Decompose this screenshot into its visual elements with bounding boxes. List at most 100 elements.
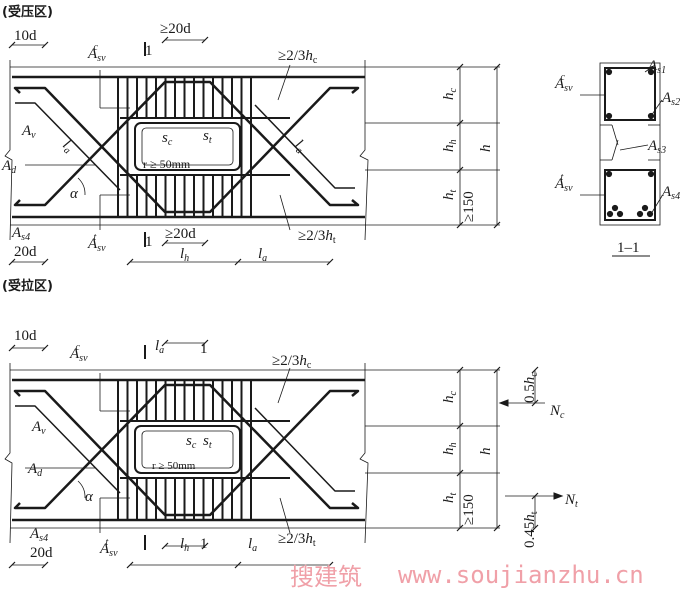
leader-line: [644, 64, 656, 73]
dim-20d: 20d: [14, 244, 37, 260]
dimension-tick: [493, 366, 501, 374]
dimension-tick: [161, 339, 169, 347]
label-la-right: la: [290, 137, 309, 157]
label-Ad: Ad: [1, 158, 17, 176]
dim-hh: hh: [441, 140, 459, 153]
rebar-dot: [611, 204, 619, 212]
dimension-tick: [126, 561, 134, 569]
arrow-Nt: [553, 492, 564, 500]
dimension-tick: [531, 524, 539, 532]
dim-lh: lh: [180, 246, 189, 264]
dim-10d-b2: 10d: [14, 328, 37, 344]
dim-ge23ht-b2: ≥2/3ht: [278, 531, 316, 549]
cross-section-1-1: [580, 62, 663, 257]
opening-edge: [141, 127, 234, 166]
dimension-tick: [41, 561, 49, 569]
break-line: [611, 139, 619, 161]
dim-045ht: 0.45ht: [522, 511, 540, 548]
opening-frame-bar: [134, 425, 241, 474]
dimension-tick: [8, 561, 16, 569]
leader-line: [619, 144, 649, 151]
dimension-tick: [234, 258, 242, 266]
section-title: 1–1: [617, 240, 640, 256]
dim-ge20d-top: ≥20d: [160, 21, 191, 37]
label-Nt: Nt: [564, 492, 578, 510]
rebar-dot: [646, 210, 654, 218]
dimension-tick: [456, 422, 464, 430]
rebar-dot: [605, 112, 613, 120]
dim-20d-b2: 20d: [30, 545, 53, 561]
watermark-url: www.soujianzhu.cn: [398, 561, 644, 589]
inclined-bar-Av-right: [254, 104, 355, 189]
leader-line: [279, 497, 291, 534]
dimension-tick: [326, 561, 334, 569]
dimension-tick: [8, 258, 16, 266]
dimension-tick: [456, 524, 464, 532]
label-sec-Asv-t: Asvt: [554, 172, 573, 194]
dimension-tick: [201, 36, 209, 44]
dimension-tick: [41, 258, 49, 266]
dim-h-b2: h: [478, 448, 494, 456]
beam-elevation-bottom: [4, 339, 564, 569]
label-Nc: Nc: [549, 403, 565, 421]
label-As4-section: As4: [661, 184, 680, 202]
diagonal-bent-bar-Ad: [13, 383, 360, 510]
break-line: [611, 124, 619, 146]
arrow-Nc: [498, 399, 509, 407]
label-r50: r ≥ 50mm: [143, 157, 191, 171]
section-mark-bottom: 1: [145, 234, 153, 250]
dim-hc-b2: hc: [441, 391, 459, 404]
dimension-tick: [456, 366, 464, 374]
opening-frame-bar: [134, 122, 241, 171]
dim-05hc: 0.5hc: [522, 372, 540, 403]
dimension-tick: [41, 344, 49, 352]
dim-hc: hc: [441, 88, 459, 101]
dim-la-bottom-b2: la: [248, 536, 257, 554]
label-sc: sc: [162, 130, 173, 148]
dim-ht-b2: ht: [441, 493, 459, 504]
rebar-dot: [647, 68, 655, 76]
label-As1: As1: [647, 58, 666, 76]
label-As2: As2: [661, 90, 680, 108]
label-Ad-b2: Ad: [27, 461, 43, 479]
leader-line: [277, 367, 291, 404]
dimension-tick: [126, 258, 134, 266]
label-la-left: la: [58, 137, 77, 157]
dimension-tick: [493, 524, 501, 532]
inclined-bar-Av-left: [15, 102, 121, 191]
section-mark-top: 1: [145, 43, 153, 59]
compression-zone-label: (受压区): [2, 4, 53, 20]
dim-h: h: [478, 145, 494, 153]
watermark-chinese: 搜建筑: [290, 563, 362, 591]
dimension-tick: [161, 239, 169, 247]
dimension-tick: [326, 258, 334, 266]
label-st-b2: st: [203, 433, 212, 451]
section-stirrup-top: [604, 67, 656, 121]
dim-la-top-b2: la: [155, 338, 164, 356]
dimension-tick: [8, 344, 16, 352]
dimension-tick: [161, 36, 169, 44]
dim-ge23hc: ≥2/3hc: [278, 48, 318, 66]
break-line-left: [4, 363, 13, 544]
label-st: st: [203, 128, 212, 146]
dim-ht: ht: [441, 190, 459, 201]
label-alpha: α: [70, 186, 79, 202]
break-line-right: [359, 363, 369, 544]
rebar-dot: [641, 204, 649, 212]
dim-hh-b2: hh: [441, 443, 459, 456]
section-mark-bottom-b2: 1: [200, 536, 208, 552]
leader-line: [277, 64, 291, 101]
dimension-tick: [234, 561, 242, 569]
dimension-tick: [201, 542, 209, 550]
rebar-dot: [647, 170, 655, 178]
label-alpha-b2: α: [85, 489, 94, 505]
label-sec-Asv-c: Asvc: [554, 72, 573, 94]
rebar-dot: [616, 210, 624, 218]
dim-la-bottom: la: [258, 246, 267, 264]
dim-ge23ht: ≥2/3ht: [298, 228, 336, 246]
rebar-dot: [605, 68, 613, 76]
diagonal-bent-bar-Ad: [13, 80, 360, 207]
angle-arc: [77, 480, 86, 499]
inclined-bar-Av-right: [254, 407, 355, 492]
leader-line: [650, 99, 663, 117]
